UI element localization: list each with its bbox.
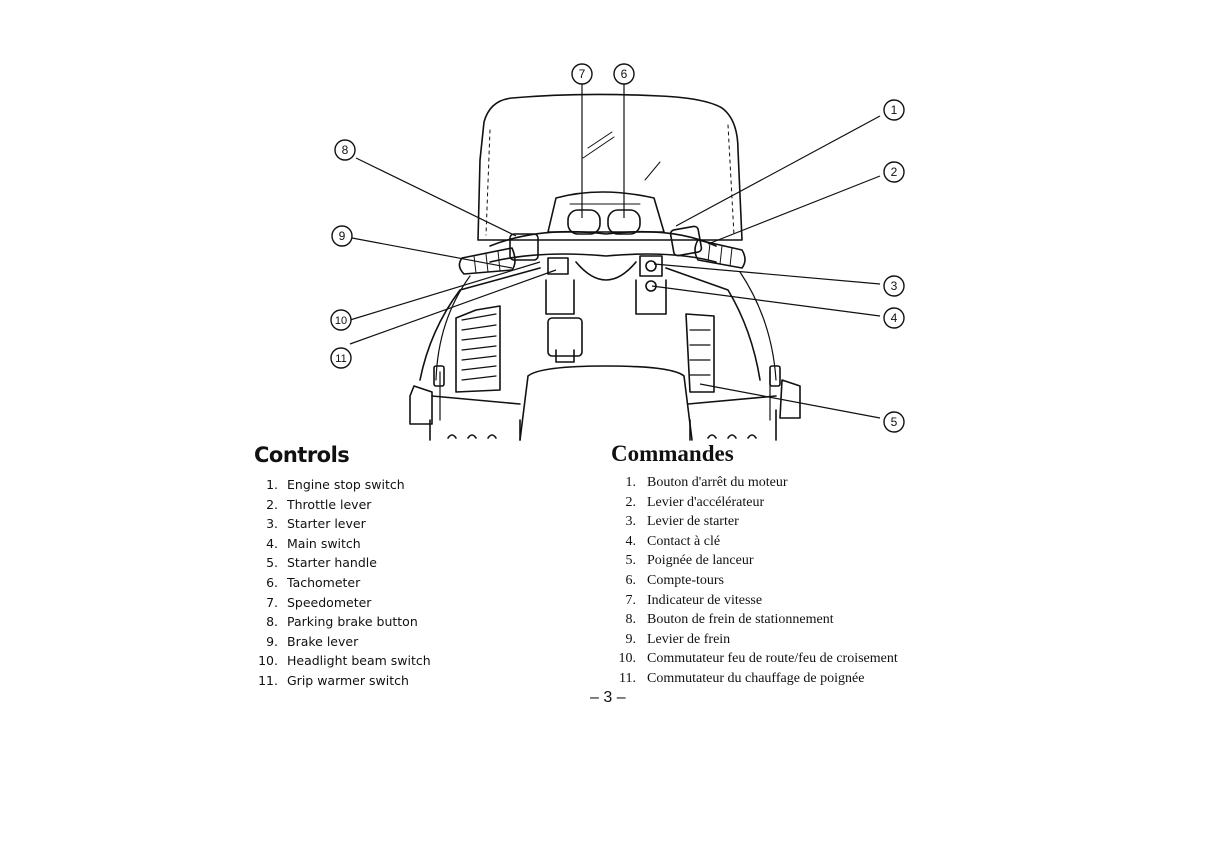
list-item: 6.Tachometer [266,574,361,590]
list-item: 6.Compte-tours [625,572,725,588]
list-item: 5.Starter handle [266,555,377,571]
callout-1 [883,99,905,121]
callout-3 [883,275,905,297]
body-outline [419,267,761,381]
callout-label-5: 5 [891,415,898,429]
list-item: 1.Engine stop switch [266,477,405,492]
callout-label-6: 6 [621,67,628,81]
list-item: 4.Main switch [266,535,361,551]
list-item: 7.Indicateur de vitesse [625,592,763,608]
callout-2 [883,161,905,183]
list-item: 9.Brake lever [266,633,359,649]
callout-10 [330,309,352,331]
list-item: 9.Levier de frein [625,631,731,647]
seat [519,365,693,441]
controls-list-english: 1.Engine stop switch 2.Throttle lever 3.… [252,475,431,691]
callout-label-3: 3 [891,279,898,293]
callout-label-4: 4 [891,311,898,325]
heading-controls: Controls [254,443,350,467]
callout-label-7: 7 [579,67,586,81]
callout-label-2: 2 [891,165,898,179]
callout-label-8: 8 [342,143,349,157]
callout-label-11: 11 [335,353,346,365]
callout-label-1: 1 [891,103,898,117]
callout-11 [330,347,352,369]
list-item: 3.Levier de starter [625,514,739,530]
controls-list-french: 1.Bouton d'arrêt du moteur 2.Levier d'ac… [608,473,898,689]
callout-label-10: 10 [335,315,347,327]
heading-commandes: Commandes [611,441,734,466]
list-item: 10.Headlight beam switch [258,653,431,669]
list-item: 11.Grip warmer switch [258,672,409,688]
console [575,261,637,281]
page-number: – 3 – [590,689,626,706]
list-item: 11.Commutateur du chauffage de poignée [619,670,865,686]
callout-label-9: 9 [339,229,346,243]
list-item: 4.Contact à clé [625,533,721,549]
list-item: 1.Bouton d'arrêt du moteur [625,475,788,490]
callout-6 [613,63,635,85]
list-item: 3.Starter lever [266,516,366,532]
windshield [477,93,743,241]
speedometer-dial [567,209,601,235]
instrument-pod [547,191,665,233]
list-item: 2.Throttle lever [266,496,372,512]
list-item: 8.Parking brake button [266,614,418,630]
list-item: 2.Levier d'accélérateur [625,494,765,510]
list-item: 10.Commutateur feu de route/feu de crois… [618,651,898,667]
right-grip [694,239,746,269]
callout-5 [883,411,905,433]
list-item: 7.Speedometer [266,594,372,610]
callout-8 [334,139,356,161]
callout-7 [571,63,593,85]
callouts [330,63,905,433]
callout-4 [883,307,905,329]
callout-9 [331,225,353,247]
list-item: 8.Bouton de frein de stationnement [625,612,834,628]
list-item: 5.Poignée de lanceur [625,553,754,569]
handlebar [489,230,717,247]
